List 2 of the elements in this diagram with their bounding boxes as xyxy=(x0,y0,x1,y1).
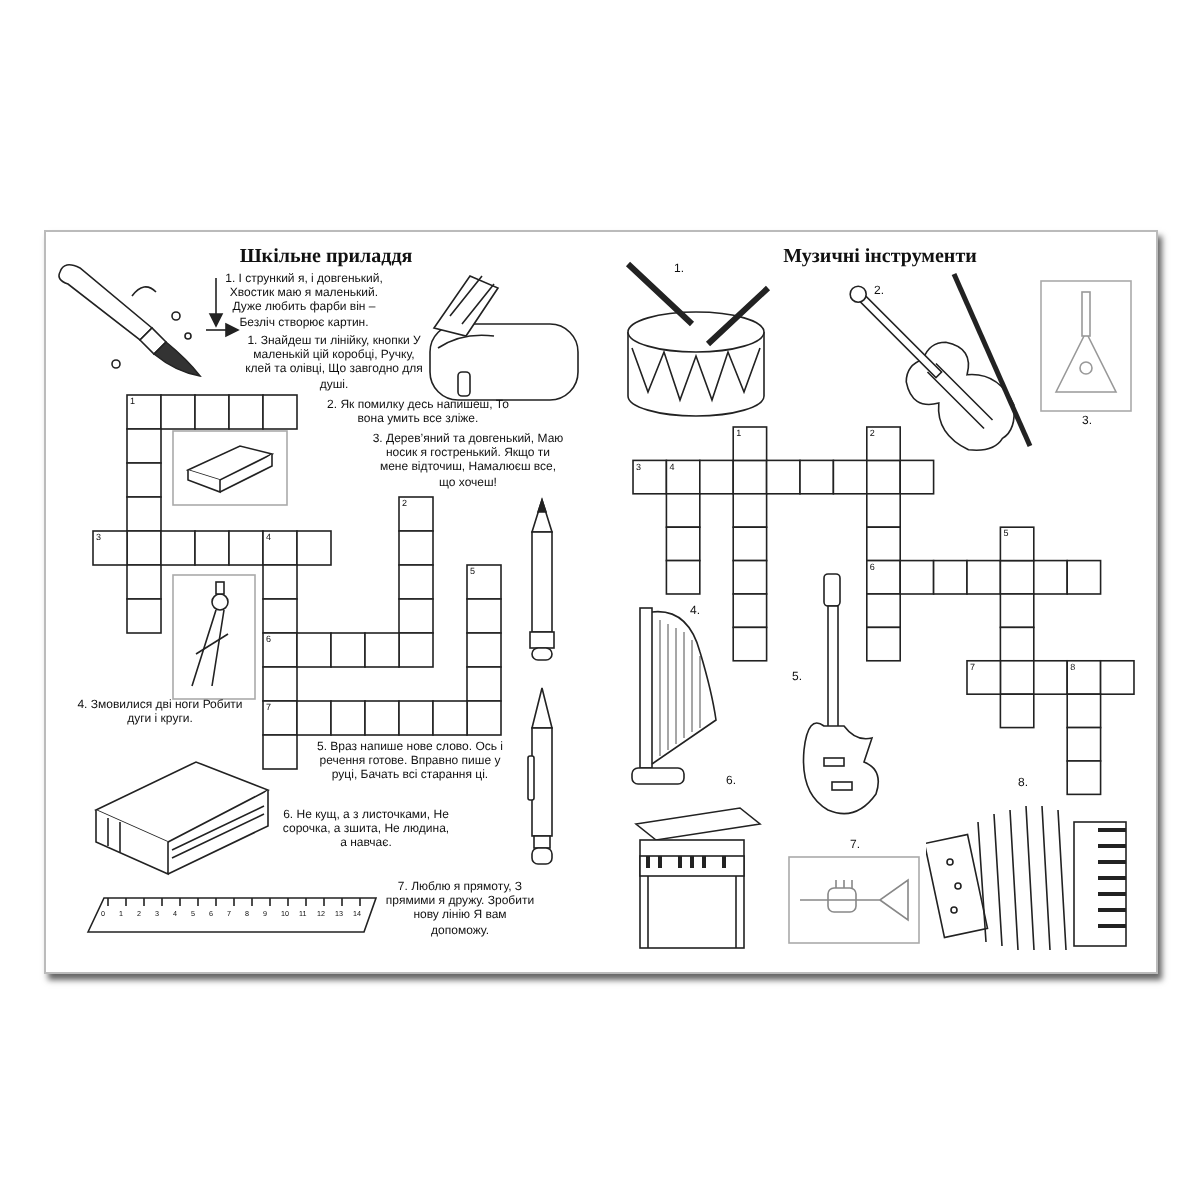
section-heading: Музичні інструменти xyxy=(781,246,979,268)
section-heading: Шкільне приладдя xyxy=(237,246,415,268)
